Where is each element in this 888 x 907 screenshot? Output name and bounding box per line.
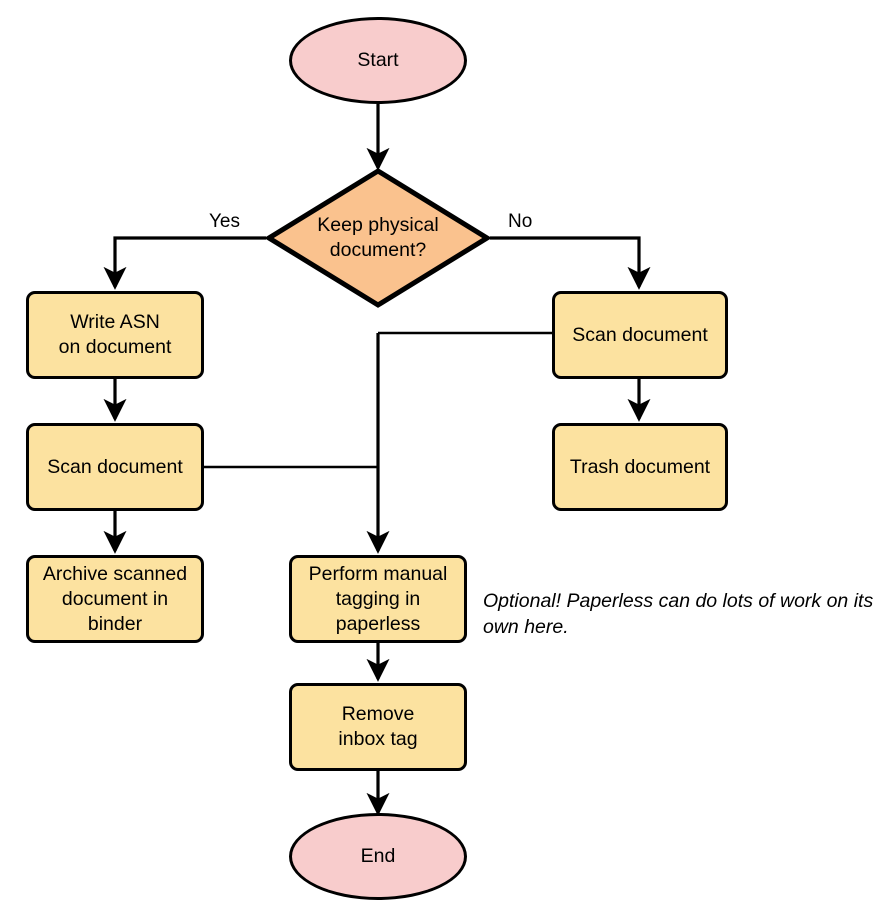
node-start-label: Start	[357, 49, 399, 71]
node-remove-inbox-tag-label: Remove inbox tag	[338, 703, 418, 750]
node-scan-document-left-label: Scan document	[47, 455, 183, 478]
edge-label-yes: Yes	[209, 211, 240, 232]
node-scan-document-right[interactable]: Scan document	[552, 291, 728, 379]
node-archive-scanned-document[interactable]: Archive scanned document in binder	[26, 555, 204, 643]
node-remove-inbox-tag[interactable]: Remove inbox tag	[289, 683, 467, 771]
node-perform-manual-tagging[interactable]: Perform manual tagging in paperless	[289, 555, 467, 643]
edge-decision-yes-to-write-asn	[103, 236, 266, 290]
edge-label-no: No	[508, 211, 533, 232]
edge-decision-no-to-scan-right	[490, 236, 651, 290]
node-end[interactable]: End	[289, 813, 467, 900]
node-write-asn-on-document[interactable]: Write ASN on document	[26, 291, 204, 379]
node-scan-document-right-label: Scan document	[572, 323, 708, 346]
node-trash-document[interactable]: Trash document	[552, 423, 728, 511]
node-scan-document-left[interactable]: Scan document	[26, 423, 204, 511]
node-keep-physical-document-label: Keep physical document?	[317, 214, 439, 261]
node-end-label: End	[360, 845, 396, 867]
node-start[interactable]: Start	[289, 17, 467, 104]
node-keep-physical-document[interactable]: Keep physical document?	[266, 168, 490, 308]
node-archive-scanned-document-label: Archive scanned document in binder	[42, 562, 188, 635]
node-trash-document-label: Trash document	[569, 455, 711, 478]
annotation-optional-note: Optional! Paperless can do lots of work …	[483, 590, 874, 638]
node-perform-manual-tagging-label: Perform manual tagging in paperless	[308, 562, 448, 635]
node-write-asn-on-document-label: Write ASN on document	[58, 311, 172, 358]
decision-diamond-shape	[266, 168, 490, 308]
